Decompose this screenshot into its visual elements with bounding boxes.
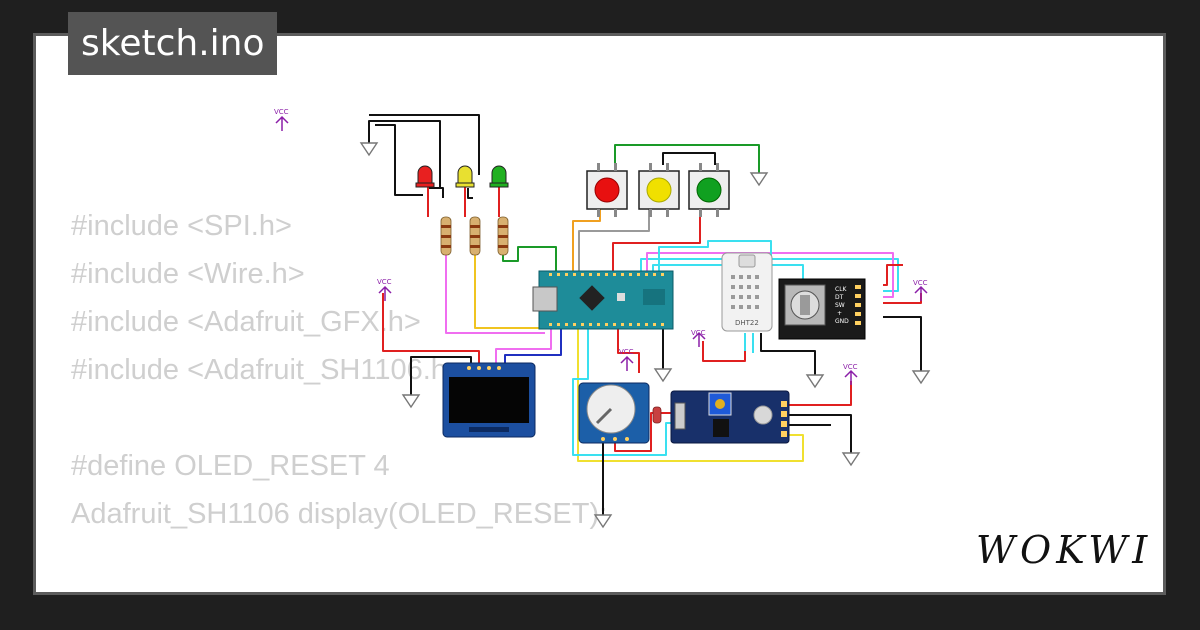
encoder-pin-clk: CLK (835, 286, 848, 293)
led-green (489, 165, 509, 188)
vcc-label: VCC (843, 363, 858, 371)
wire (410, 356, 472, 395)
oled-display (442, 362, 536, 438)
resistor (652, 406, 662, 424)
encoder-pin-plus: + (837, 310, 842, 317)
code-line: Adafruit_SH1106 display(OLED_RESET); (71, 498, 608, 530)
arduino-nano (532, 270, 674, 330)
wire (369, 114, 480, 175)
wire (428, 187, 444, 198)
dht22-sensor: DHT22 (721, 252, 773, 332)
wire (368, 120, 441, 188)
encoder-pin-sw: SW (835, 302, 845, 309)
wire (502, 246, 557, 273)
vcc-symbol (914, 285, 928, 301)
wire (760, 333, 816, 375)
wire (577, 328, 804, 462)
vcc-label: VCC (913, 279, 928, 287)
wire (662, 152, 716, 165)
vcc-symbol (378, 285, 392, 301)
wire (617, 328, 640, 373)
wokwi-logo: WOKWI (976, 528, 1153, 572)
vcc-symbol (844, 369, 858, 385)
pushbutton-red (586, 163, 628, 217)
wire (504, 328, 562, 363)
ground-symbol (359, 142, 379, 157)
wire (495, 328, 552, 363)
sensor-module (670, 390, 790, 444)
code-line: #include <Wire.h> (71, 258, 305, 290)
potentiometer (578, 382, 650, 444)
led-red (415, 165, 435, 188)
code-line: #define OLED_RESET 4 (71, 450, 390, 482)
code-line: #include <SPI.h> (71, 210, 292, 242)
encoder-pin-gnd: GND (835, 318, 849, 325)
vcc-label: VCC (619, 348, 634, 356)
pushbutton-yellow (638, 163, 680, 217)
diagram-canvas[interactable]: #include <SPI.h> #include <Wire.h> #includ… (33, 33, 1166, 595)
ground-symbol (841, 452, 861, 467)
code-line: #include <Adafruit_SH1106.h> (71, 354, 464, 386)
wire (702, 341, 746, 362)
wire (788, 414, 852, 453)
wire (612, 208, 701, 273)
ground-symbol (749, 172, 769, 187)
rotary-encoder: CLK DT SW + GND (778, 278, 866, 340)
code-background: #include <SPI.h> #include <Wire.h> #includ… (71, 202, 608, 592)
wire (467, 188, 473, 199)
dht-label: DHT22 (735, 319, 759, 327)
wire (572, 328, 671, 456)
pushbutton-green (688, 163, 730, 217)
wire (658, 240, 772, 273)
vcc-symbol (620, 355, 634, 371)
ground-symbol (401, 394, 421, 409)
wire (445, 255, 545, 334)
vcc-symbol (275, 115, 289, 131)
wire (382, 293, 480, 363)
sketch-title: sketch.ino (68, 12, 278, 75)
vcc-symbol (692, 331, 706, 347)
wire (883, 264, 903, 286)
wire (474, 255, 541, 329)
ground-symbol (911, 370, 931, 385)
circuit-diagram: VCC VCC VCC VCC VCC VCC (274, 108, 931, 529)
wire (572, 208, 601, 273)
wire (375, 124, 423, 196)
encoder-pin-dt: DT (835, 294, 844, 301)
wire (646, 252, 894, 298)
wire (614, 144, 760, 173)
code-line: #include <Adafruit_GFX.h> (71, 306, 421, 338)
wire (788, 381, 852, 406)
wire (578, 208, 650, 273)
wire (883, 316, 922, 371)
vcc-label: VCC (377, 278, 392, 286)
led-yellow (455, 165, 475, 188)
ground-symbol (593, 514, 613, 529)
vcc-label: VCC (691, 329, 706, 337)
vcc-label: VCC (274, 108, 289, 116)
ground-symbol (805, 374, 825, 389)
ground-symbol (653, 368, 673, 383)
